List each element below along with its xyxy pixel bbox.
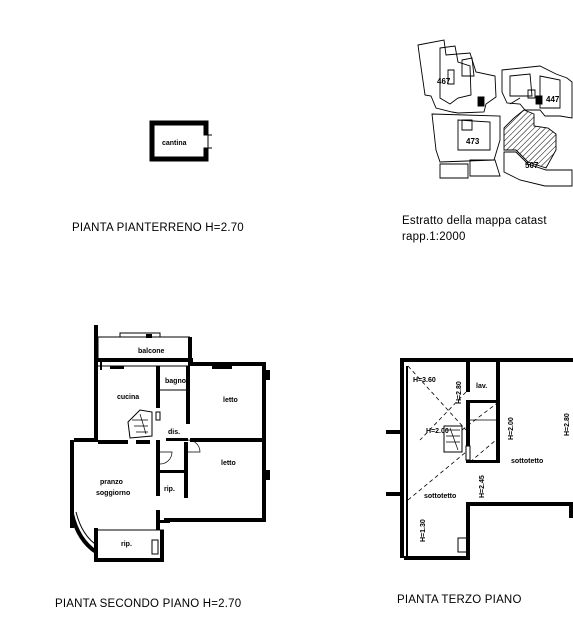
cadastral-map-scale-caption: rapp.1:2000 [402, 231, 466, 243]
parcel-number-467: 467 [437, 77, 451, 86]
ground-floor-caption: PIANTA PIANTERRENO H=2.70 [72, 222, 244, 234]
room-label-dis: dis. [168, 429, 180, 436]
parcel-number-447: 447 [546, 95, 560, 104]
room-label-balcone: balcone [138, 348, 165, 355]
height-label-h280-vertical: H=2.80 [456, 381, 463, 404]
third-floor-plan: H=3.60 H=2.80 lav. H=2.00 H=2.80 H=2.00 … [386, 358, 573, 560]
room-label-cantina: cantina [162, 140, 187, 147]
height-label-h130: H=1.30 [420, 519, 427, 542]
height-label-h245: H=2.45 [479, 475, 486, 498]
room-label-letto-2: letto [221, 460, 236, 467]
parcel-number-473: 473 [466, 137, 480, 146]
room-label-cucina: cucina [117, 394, 139, 401]
room-label-rip-1: rip. [164, 486, 175, 493]
room-label-soggiorno: soggiorno [96, 490, 130, 497]
height-label-h280-right: H=2.80 [564, 413, 571, 436]
second-floor-caption: PIANTA SECONDO PIANO H=2.70 [55, 598, 242, 610]
parcel-number-507: 507 [525, 161, 539, 170]
height-label-h200-vertical: H=2.00 [508, 417, 515, 440]
height-label-h200-horizontal: H=2.00 [426, 428, 449, 435]
room-label-pranzo: pranzo [100, 479, 123, 486]
room-label-rip-2: rip. [121, 541, 132, 548]
room-label-lav: lav. [476, 383, 487, 390]
room-label-sottotetto-1: sottotetto [511, 458, 543, 465]
cadastral-map-caption-line1: Estratto della mappa catast [402, 215, 547, 227]
third-floor-caption: PIANTA TERZO PIANO [397, 594, 522, 606]
room-label-sottotetto-2: sottotetto [424, 493, 456, 500]
room-label-letto-1: letto [223, 397, 238, 404]
height-label-h360: H=3.60 [413, 377, 436, 384]
room-label-bagno: bagno [165, 378, 186, 385]
ground-floor-plan: cantina [149, 120, 212, 162]
cadastral-map: 467 447 473 507 [417, 39, 573, 187]
second-floor-plan: balcone cucina bagno letto dis. letto pr… [70, 325, 270, 562]
